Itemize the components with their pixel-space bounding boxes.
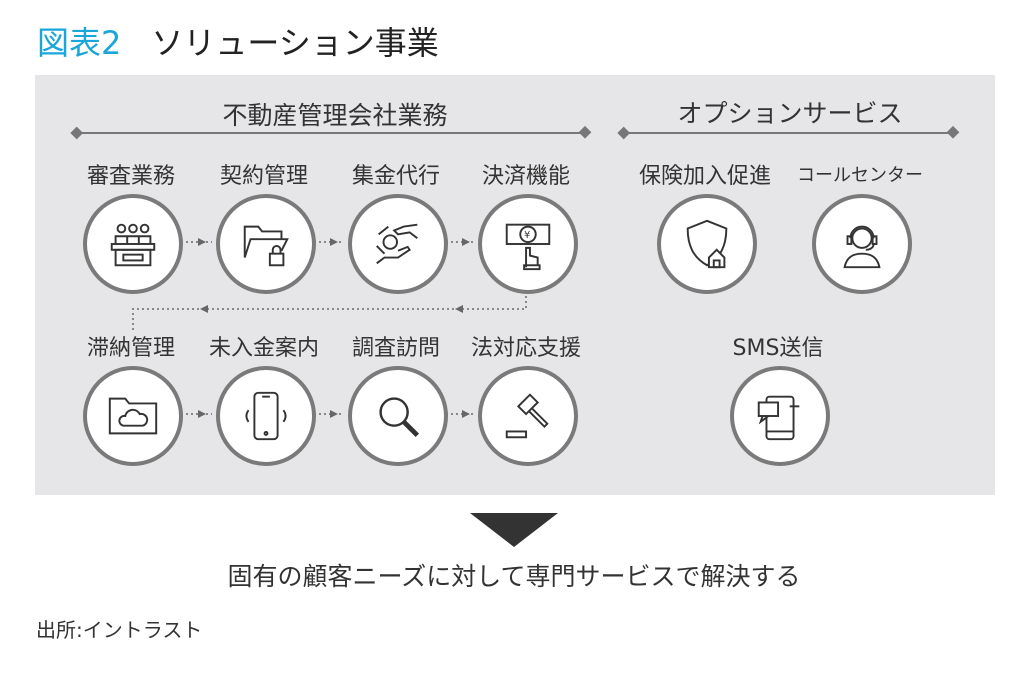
section-title-management: 不動産管理会社業務 bbox=[222, 101, 448, 130]
yen-payment-icon: ¥ bbox=[505, 223, 551, 271]
screening-panel-icon bbox=[110, 223, 156, 267]
shield-house-icon bbox=[686, 219, 728, 269]
arrears-node bbox=[83, 366, 183, 466]
label-screening: 審査業務 bbox=[86, 164, 175, 189]
label-insurance: 保険加入促進 bbox=[638, 164, 771, 189]
contract-node bbox=[216, 194, 316, 294]
label-contract: 契約管理 bbox=[219, 164, 308, 189]
screening-node bbox=[83, 194, 183, 294]
label-visit: 調査訪問 bbox=[351, 336, 440, 361]
sms-node bbox=[730, 366, 830, 466]
svg-text:¥: ¥ bbox=[524, 230, 530, 241]
insurance-node bbox=[657, 194, 757, 294]
gavel-icon bbox=[505, 393, 549, 439]
label-sms: SMS送信 bbox=[732, 336, 824, 361]
smartphone-vibrate-icon bbox=[245, 391, 287, 441]
visit-node bbox=[348, 366, 448, 466]
label-payment: 決済機能 bbox=[481, 164, 570, 189]
magnifier-icon bbox=[379, 397, 420, 438]
collection-node bbox=[348, 194, 448, 294]
payment-node: ¥ bbox=[478, 194, 578, 294]
label-collection: 集金代行 bbox=[351, 164, 440, 189]
title-text: ソリューション事業 bbox=[151, 24, 439, 62]
label-unpaid-notice: 未入金案内 bbox=[208, 336, 319, 361]
figure-title: 図表2 ソリューション事業 bbox=[37, 18, 439, 64]
cloud-folder-icon bbox=[108, 397, 158, 435]
operator-headset-icon bbox=[843, 225, 881, 269]
label-callcenter: コールセンター bbox=[797, 165, 923, 186]
label-arrears: 滞納管理 bbox=[86, 336, 175, 361]
unpaid-notice-node bbox=[216, 366, 316, 466]
section-title-options: オプションサービス bbox=[677, 99, 903, 128]
conclusion-text: 固有の顧客ニーズに対して専門サービスで解決する bbox=[227, 562, 801, 591]
callcenter-node bbox=[812, 194, 912, 294]
label-legal: 法対応支援 bbox=[470, 336, 581, 361]
locked-folder-icon bbox=[243, 225, 289, 267]
figure-number: 図表2 bbox=[37, 24, 122, 62]
money-handover-icon bbox=[376, 223, 418, 265]
source-note: 出所:イントラスト bbox=[36, 618, 203, 642]
legal-node bbox=[478, 366, 578, 466]
down-arrow-icon bbox=[470, 513, 558, 547]
sms-phone-icon bbox=[757, 395, 800, 441]
